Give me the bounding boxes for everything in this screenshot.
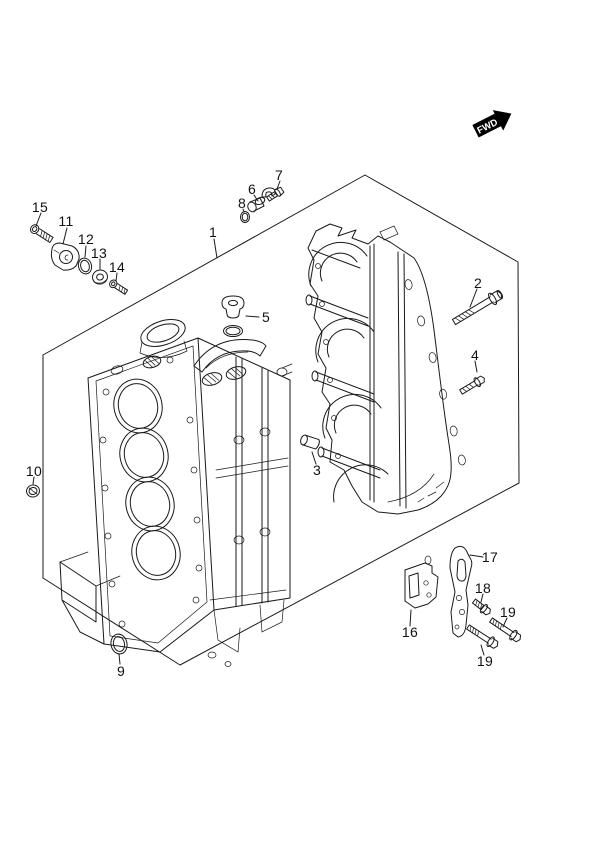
callout-label-1: 1: [208, 224, 218, 240]
callout-label-13: 13: [90, 245, 108, 261]
bolt-icon-18: [471, 598, 491, 616]
o-ring-icon-9: [110, 633, 128, 655]
callout-label-18: 18: [474, 580, 492, 596]
crankcase-drawing: [305, 223, 466, 515]
callout-label-16: 16: [401, 624, 419, 640]
leader-lines: [32, 180, 508, 665]
cap-icon-5: [221, 295, 245, 337]
callout-label-17: 17: [481, 549, 499, 565]
pin-icon-3: [300, 434, 320, 450]
o-ring-icon-8: [240, 211, 250, 223]
fwd-arrow: FWD: [472, 110, 512, 138]
callout-label-4: 4: [470, 347, 480, 363]
bolt-icon-2: [451, 289, 504, 326]
callout-label-2: 2: [473, 275, 483, 291]
callout-label-8: 8: [237, 195, 247, 211]
o-ring-icon-12: [77, 257, 93, 275]
callout-label-14: 14: [108, 259, 126, 275]
border-frame: [42, 174, 520, 666]
callout-label-15: 15: [31, 199, 49, 215]
bushing-icon-13: [92, 269, 108, 285]
hatched-port: [225, 366, 247, 380]
callout-label-6: 6: [247, 181, 257, 197]
callout-label-9: 9: [116, 663, 126, 679]
bolt-icon-4: [459, 375, 485, 395]
anode-icon-11: [50, 242, 80, 271]
callout-label-10: 10: [25, 463, 43, 479]
bolt-icon-19b: [466, 624, 499, 649]
callout-label-5: 5: [261, 309, 271, 325]
hatched-port: [201, 372, 223, 386]
hatched-port: [142, 355, 162, 369]
callout-label-3: 3: [312, 462, 322, 478]
callout-label-19b: 19: [476, 653, 494, 669]
screw-icon-14: [109, 279, 129, 295]
callout-label-19a: 19: [499, 604, 517, 620]
screw-icon-15: [30, 224, 54, 243]
callout-label-12: 12: [77, 231, 95, 247]
fwd-label: FWD: [475, 117, 499, 137]
plug-icon-10: [26, 484, 40, 498]
bolt-icon-7: [266, 186, 285, 202]
bracket-icon-16: [404, 555, 439, 609]
callout-label-11: 11: [58, 213, 74, 229]
bolt-icon-19a: [489, 617, 522, 643]
fitting-icon-6: [247, 187, 276, 213]
cylinder-block-drawing: [59, 319, 293, 667]
callout-label-7: 7: [274, 167, 284, 183]
plate-icon-17: [449, 545, 473, 638]
